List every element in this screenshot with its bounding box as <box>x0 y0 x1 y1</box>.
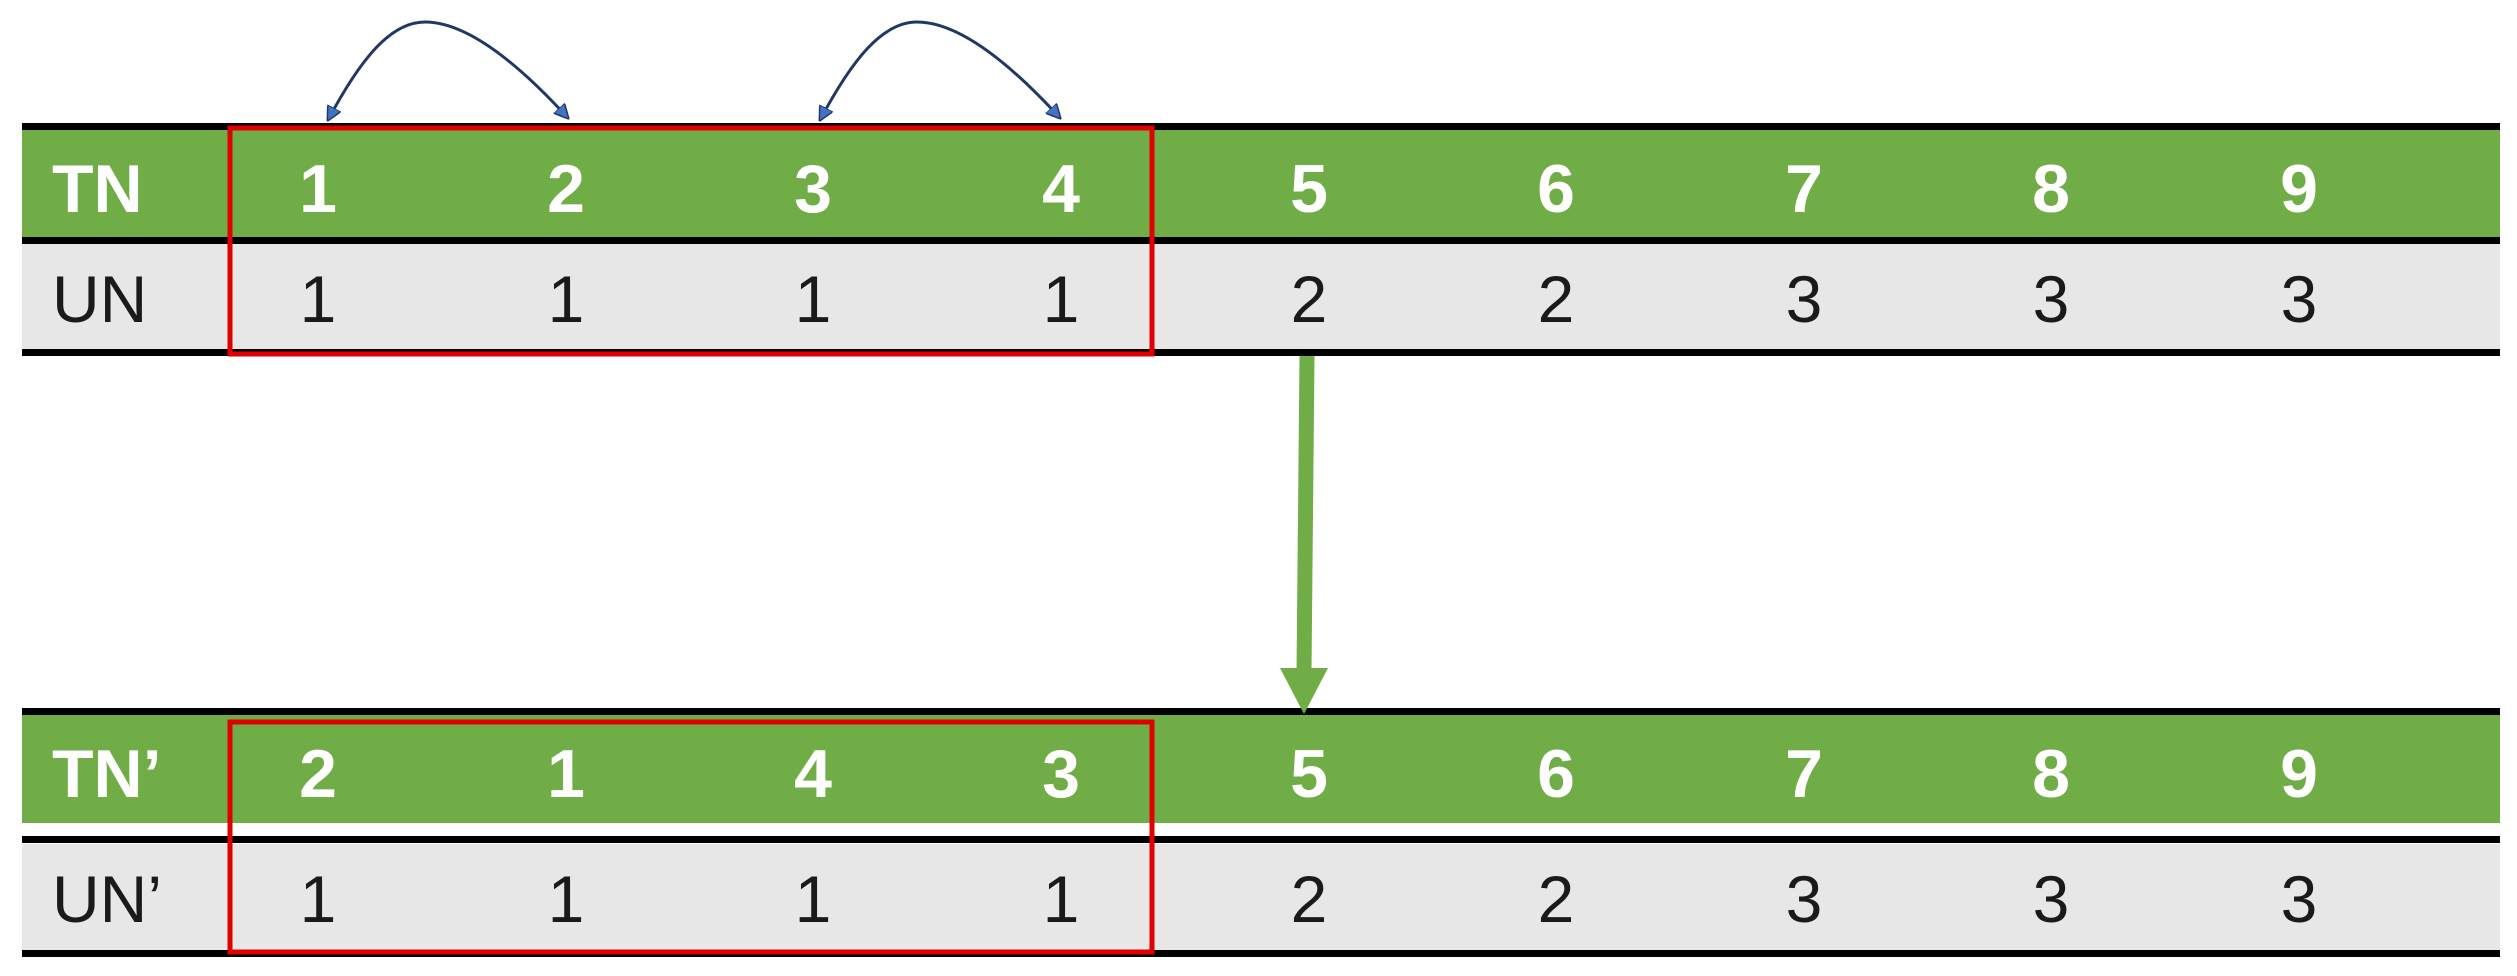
header-cell: 7 <box>1785 736 1823 812</box>
table-swapped: TN’ UN’ 2 1 4 3 5 6 7 8 9 1 1 1 1 2 2 3 3 3 <box>22 708 2500 957</box>
row-cell: 1 <box>1043 862 1080 936</box>
row-cell: 1 <box>795 262 832 336</box>
row-label: UN’ <box>52 862 162 936</box>
row-label: UN <box>52 262 147 336</box>
top-rule <box>22 123 2500 130</box>
data-row-band <box>22 844 2500 952</box>
transition-arrow <box>1280 355 1328 714</box>
header-cell: 7 <box>1785 151 1823 227</box>
header-cell: 2 <box>547 151 585 227</box>
header-cell: 1 <box>299 151 337 227</box>
row-cell: 2 <box>1538 862 1575 936</box>
header-band <box>22 128 2500 238</box>
row-cell: 1 <box>548 862 585 936</box>
swap-arrow-3-4 <box>820 20 1060 120</box>
data-row-band <box>22 243 2500 351</box>
header-cell: 4 <box>1042 151 1080 227</box>
row-cell: 1 <box>300 862 337 936</box>
bottom-rule <box>22 950 2500 957</box>
highlight-box-original <box>227 125 1155 357</box>
highlight-box-swapped <box>227 719 1155 955</box>
row-cell: 1 <box>300 262 337 336</box>
header-cell: 8 <box>2032 151 2070 227</box>
header-label: TN’ <box>52 736 162 812</box>
header-cell: 9 <box>2280 151 2318 227</box>
row-cell: 3 <box>2033 262 2070 336</box>
header-cell: 8 <box>2032 736 2070 812</box>
row-cell: 3 <box>2281 862 2318 936</box>
top-rule <box>22 708 2500 715</box>
header-cell: 5 <box>1290 736 1328 812</box>
header-cell: 1 <box>547 736 585 812</box>
row-cell: 3 <box>2281 262 2318 336</box>
header-cell: 4 <box>794 736 832 812</box>
header-cell: 9 <box>2280 736 2318 812</box>
row-cell: 3 <box>1786 862 1823 936</box>
row-cell: 2 <box>1291 262 1328 336</box>
middle-rule <box>22 237 2500 244</box>
row-cell: 2 <box>1291 862 1328 936</box>
row-cell: 1 <box>1043 262 1080 336</box>
table-original: TN UN 1 2 3 4 5 6 7 8 9 1 1 1 1 2 2 3 3 3 <box>22 123 2500 356</box>
header-cell: 5 <box>1290 151 1328 227</box>
header-cell: 3 <box>1042 736 1080 812</box>
header-band <box>22 713 2500 823</box>
header-label: TN <box>52 151 143 227</box>
row-cell: 1 <box>795 862 832 936</box>
header-cell: 3 <box>794 151 832 227</box>
row-cell: 1 <box>548 262 585 336</box>
middle-rule <box>22 836 2500 843</box>
header-cell: 2 <box>299 736 337 812</box>
row-cell: 2 <box>1538 262 1575 336</box>
row-cell: 3 <box>1786 262 1823 336</box>
swap-arrow-1-2 <box>328 20 568 120</box>
header-cell: 6 <box>1537 736 1575 812</box>
bottom-rule <box>22 349 2500 356</box>
row-cell: 3 <box>2033 862 2070 936</box>
header-cell: 6 <box>1537 151 1575 227</box>
